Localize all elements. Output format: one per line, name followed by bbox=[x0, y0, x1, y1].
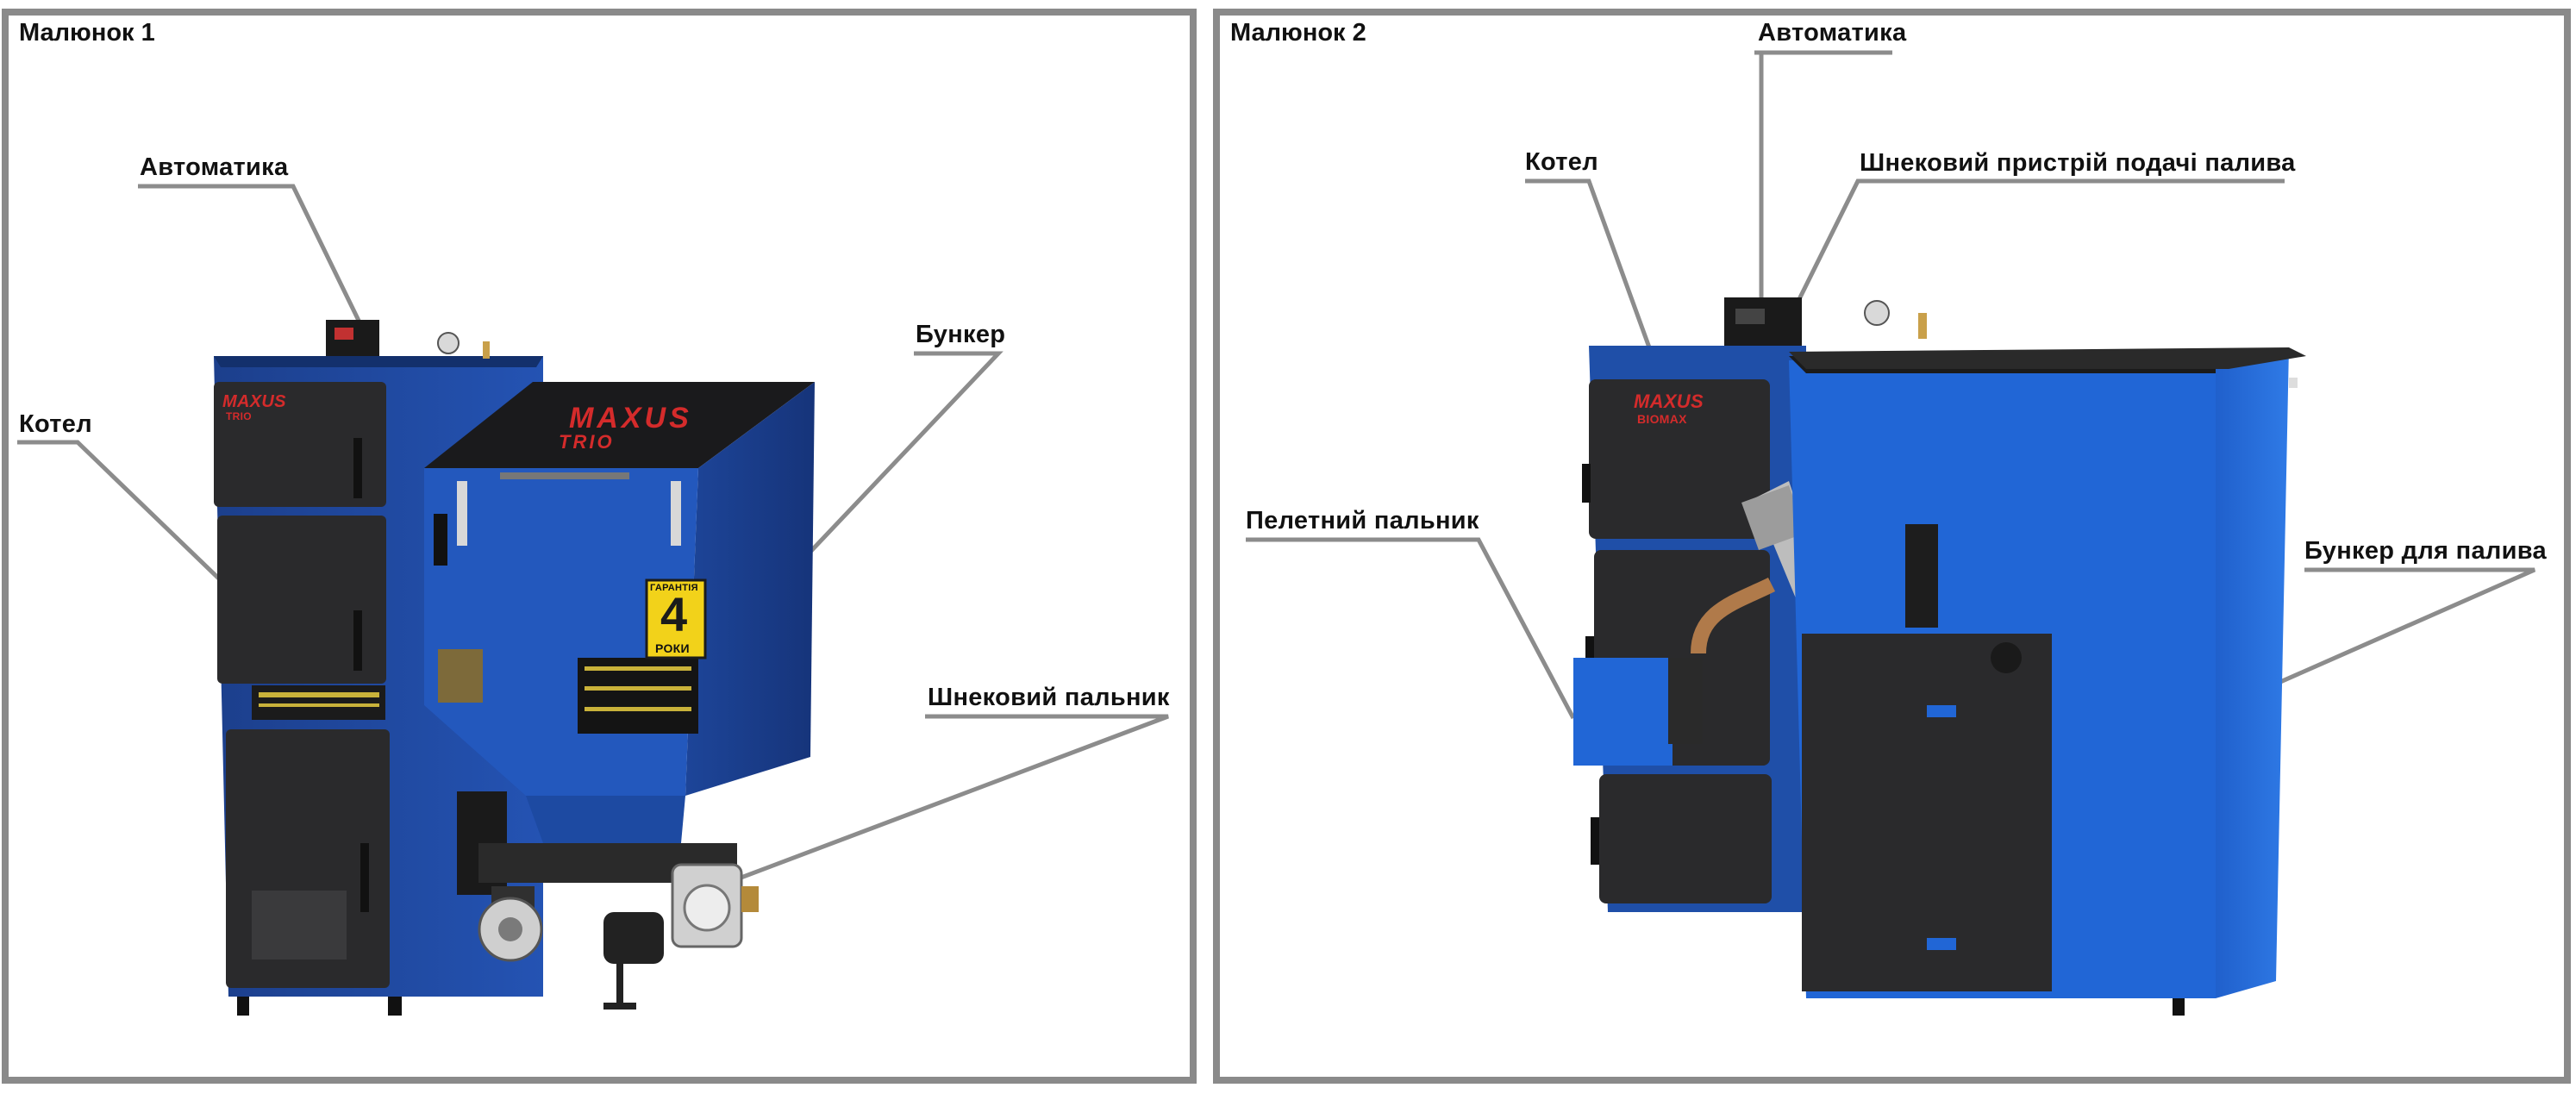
warranty-bottom-text: РОКИ bbox=[655, 641, 690, 655]
label-fuel-bunker-2: Бункер для палива bbox=[2304, 537, 2547, 565]
pellet-burner bbox=[1573, 481, 1832, 766]
fuel-bunker bbox=[1789, 347, 2306, 1016]
label-boiler-2: Котел bbox=[1525, 148, 1598, 176]
bunker-door bbox=[1802, 634, 2052, 991]
level-window bbox=[1905, 524, 1938, 628]
upper-door bbox=[214, 382, 386, 507]
trio-hopper-model: TRIO bbox=[559, 431, 615, 453]
lower-door-2 bbox=[1599, 774, 1772, 903]
figure-1-panel: Малюнок 1 bbox=[2, 9, 1197, 1084]
warranty-badge bbox=[645, 578, 707, 660]
trio-door-brand: MAXUS bbox=[222, 392, 286, 411]
middle-door bbox=[217, 516, 386, 684]
pressure-gauge-2 bbox=[1864, 300, 1890, 326]
biomax-boiler-illustration bbox=[1246, 50, 2536, 1016]
trio-door-model: TRIO bbox=[226, 410, 252, 422]
label-automatics-1: Автоматика bbox=[140, 153, 289, 181]
figure-2-panel: Малюнок 2 bbox=[1213, 9, 2571, 1084]
label-screw-burner-1: Шнековий пальник bbox=[928, 684, 1170, 711]
upper-door-2 bbox=[1589, 379, 1770, 539]
label-screw-feeder-2: Шнековий пристрій подачі палива bbox=[1860, 149, 2296, 177]
pressure-gauge bbox=[437, 332, 460, 354]
label-bunker-1: Бункер bbox=[916, 321, 1006, 348]
burner-housing bbox=[1573, 658, 1673, 766]
trio-boiler-illustration bbox=[17, 184, 1169, 1016]
biomax-model: BIOMAX bbox=[1637, 412, 1687, 426]
label-boiler-1: Котел bbox=[19, 410, 92, 438]
figure-2-title: Малюнок 2 bbox=[1230, 19, 1366, 47]
inspection-port bbox=[1991, 642, 2022, 673]
label-pellet-burner-2: Пелетний пальник bbox=[1246, 507, 1479, 534]
leader-lines bbox=[17, 184, 1169, 906]
fuel-hopper bbox=[424, 382, 815, 843]
screw-burner-assembly bbox=[457, 791, 759, 1010]
figure-1-title: Малюнок 1 bbox=[19, 19, 155, 47]
trio-hopper-brand: MAXUS bbox=[569, 402, 692, 434]
pellet-photo bbox=[438, 649, 483, 703]
warranty-top-text: ГАРАНТІЯ bbox=[650, 583, 698, 593]
warranty-number: 4 bbox=[660, 587, 688, 641]
biomax-brand: MAXUS bbox=[1634, 391, 1704, 412]
label-automatics-2: Автоматика bbox=[1758, 19, 1907, 47]
